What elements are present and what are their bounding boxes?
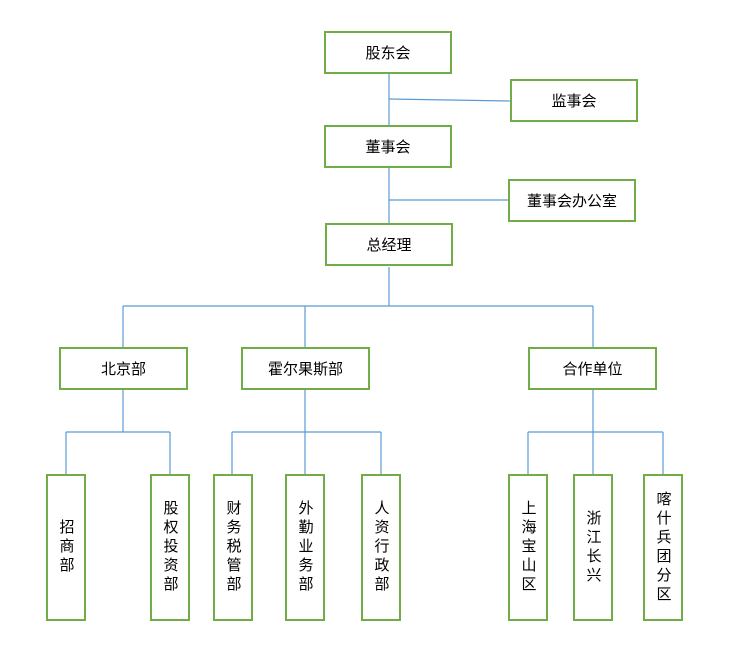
- node-shanghai-label: 上海宝山区: [519, 500, 538, 595]
- node-huoerguosi-label: 霍尔果斯部: [267, 360, 343, 378]
- node-shareholders-label: 股东会: [365, 44, 411, 62]
- node-renzi: 人资行政部: [361, 474, 401, 621]
- node-partners: 合作单位: [528, 347, 657, 390]
- node-guquan: 股权投资部: [150, 474, 190, 621]
- node-kashi: 喀什兵团分区: [643, 474, 683, 621]
- node-board-label: 董事会: [365, 138, 411, 156]
- node-waiqin-label: 外勤业务部: [296, 500, 315, 595]
- node-supervisors: 监事会: [510, 79, 638, 122]
- node-shanghai: 上海宝山区: [508, 474, 548, 621]
- node-zhaoshang-label: 招商部: [57, 519, 76, 576]
- node-beijing-label: 北京部: [100, 360, 146, 378]
- node-partners-label: 合作单位: [562, 360, 623, 378]
- node-supervisors-label: 监事会: [551, 92, 597, 110]
- node-waiqin: 外勤业务部: [285, 474, 325, 621]
- node-caiwu-label: 财务税管部: [224, 500, 243, 595]
- node-zhaoshang: 招商部: [46, 474, 86, 621]
- node-gm-label: 总经理: [366, 236, 412, 254]
- node-zhejiang-label: 浙江长兴: [584, 509, 603, 586]
- node-renzi-label: 人资行政部: [372, 500, 391, 595]
- node-gm: 总经理: [325, 223, 453, 266]
- node-shareholders: 股东会: [324, 31, 452, 74]
- node-guquan-label: 股权投资部: [161, 500, 180, 595]
- node-board: 董事会: [324, 125, 452, 168]
- node-board-office-label: 董事会办公室: [526, 192, 617, 210]
- node-zhejiang: 浙江长兴: [573, 474, 613, 621]
- node-kashi-label: 喀什兵团分区: [654, 490, 673, 605]
- node-beijing: 北京部: [59, 347, 188, 390]
- node-caiwu: 财务税管部: [213, 474, 253, 621]
- node-board-office: 董事会办公室: [508, 179, 636, 222]
- node-huoerguosi: 霍尔果斯部: [241, 347, 370, 390]
